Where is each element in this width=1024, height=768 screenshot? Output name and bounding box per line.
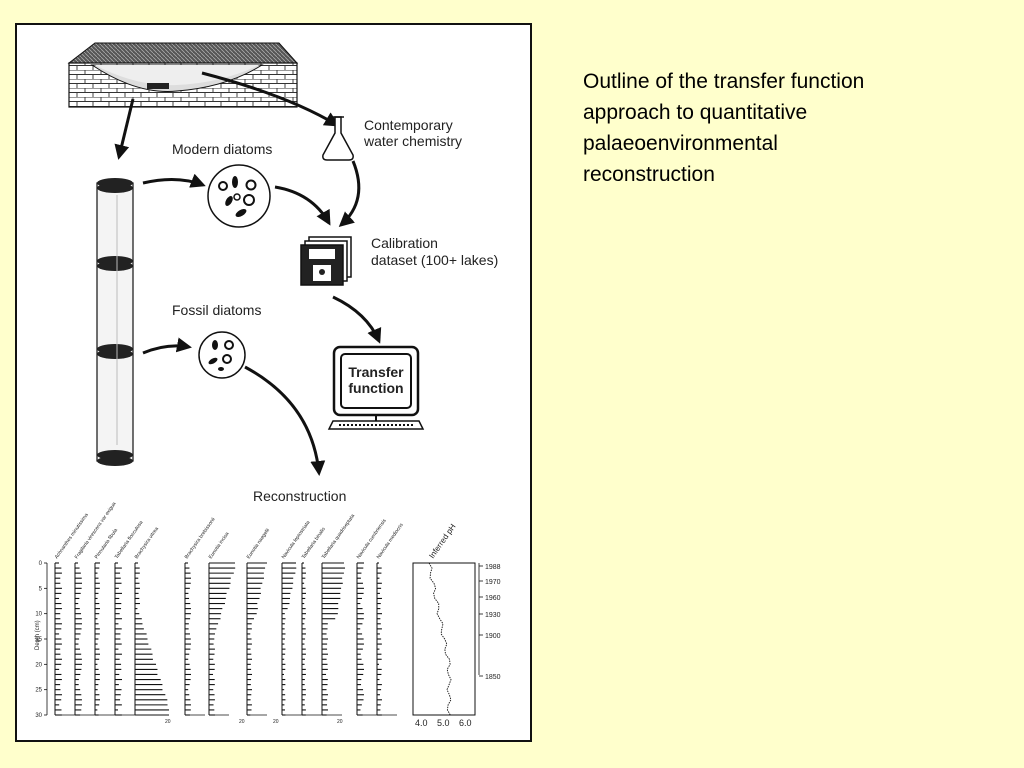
caption-line-2: approach to quantitative [583, 101, 808, 124]
ph-tick-label: 5.0 [437, 718, 450, 728]
depth-tick-label: 15 [35, 637, 42, 643]
calibration-label-1: Calibration [371, 235, 438, 251]
taxon-profiles: 20 20 20 20 [54, 562, 397, 725]
date-tick-label: 1850 [485, 674, 501, 681]
ph-tick-label: 4.0 [415, 718, 428, 728]
taxon-label: Inferred pH [427, 522, 457, 560]
sediment-core [96, 178, 134, 466]
depth-tick-label: 0 [39, 561, 43, 567]
calibration-label-2: dataset (100+ lakes) [371, 252, 498, 268]
fossil-diatoms-dish [198, 331, 246, 379]
date-tick-label: 1900 [485, 633, 501, 640]
depth-tick-label: 10 [35, 612, 42, 618]
computer-icon [327, 345, 425, 430]
reconstruction-label: Reconstruction [253, 488, 346, 504]
contemporary-label-2: water chemistry [363, 133, 462, 149]
depth-axis-label: Depth (cm) [35, 620, 41, 650]
date-tick-label: 1970 [485, 579, 501, 586]
modern-diatoms-label: Modern diatoms [172, 141, 272, 157]
flow-arrows [114, 71, 382, 476]
floppy-disk-icon [300, 236, 352, 286]
percent-tick-label: 20 [337, 719, 343, 725]
taxon-label: Eunotia naegelii [246, 528, 271, 561]
lake-block-illustration [67, 42, 299, 108]
percent-tick-label: 20 [239, 719, 245, 725]
date-tick-label: 1960 [485, 595, 501, 602]
date-tick-label: 1988 [485, 564, 501, 571]
transfer-label-2: function [348, 380, 403, 396]
transfer-label-1: Transfer [348, 364, 404, 380]
percent-tick-label: 20 [273, 719, 279, 725]
taxon-label: Achnanthes minutissima [54, 512, 90, 560]
depth-tick-label: 25 [35, 688, 42, 694]
caption-line-4: reconstruction [583, 163, 715, 186]
depth-axis: 0 5 10 15 20 25 30 [35, 561, 48, 719]
depth-tick-label: 20 [35, 662, 42, 668]
caption-line-1: Outline of the transfer function [583, 70, 865, 93]
transfer-function-figure: Contemporary water chemistry Modern diat… [15, 23, 532, 742]
modern-diatoms-dish [207, 164, 271, 228]
taxon-label: Eunotia incisa [208, 531, 231, 560]
contemporary-label-1: Contemporary [364, 117, 453, 133]
flask-icon [322, 116, 354, 161]
percent-tick-label: 20 [165, 719, 171, 725]
caption-line-3: palaeoenvironmental [583, 132, 778, 155]
date-axis: 1988 1970 1960 1930 1900 1850 [478, 563, 501, 681]
taxon-label: Tabellaria quadriseptata [321, 513, 356, 560]
ph-tick-label: 6.0 [459, 718, 472, 728]
fossil-diatoms-label: Fossil diatoms [172, 302, 261, 318]
depth-tick-label: 5 [39, 586, 43, 592]
depth-tick-label: 30 [35, 713, 42, 719]
slide-caption: Outline of the transfer function approac… [583, 66, 983, 190]
ph-axis: 4.0 5.0 6.0 [412, 562, 476, 728]
date-tick-label: 1930 [485, 612, 501, 619]
